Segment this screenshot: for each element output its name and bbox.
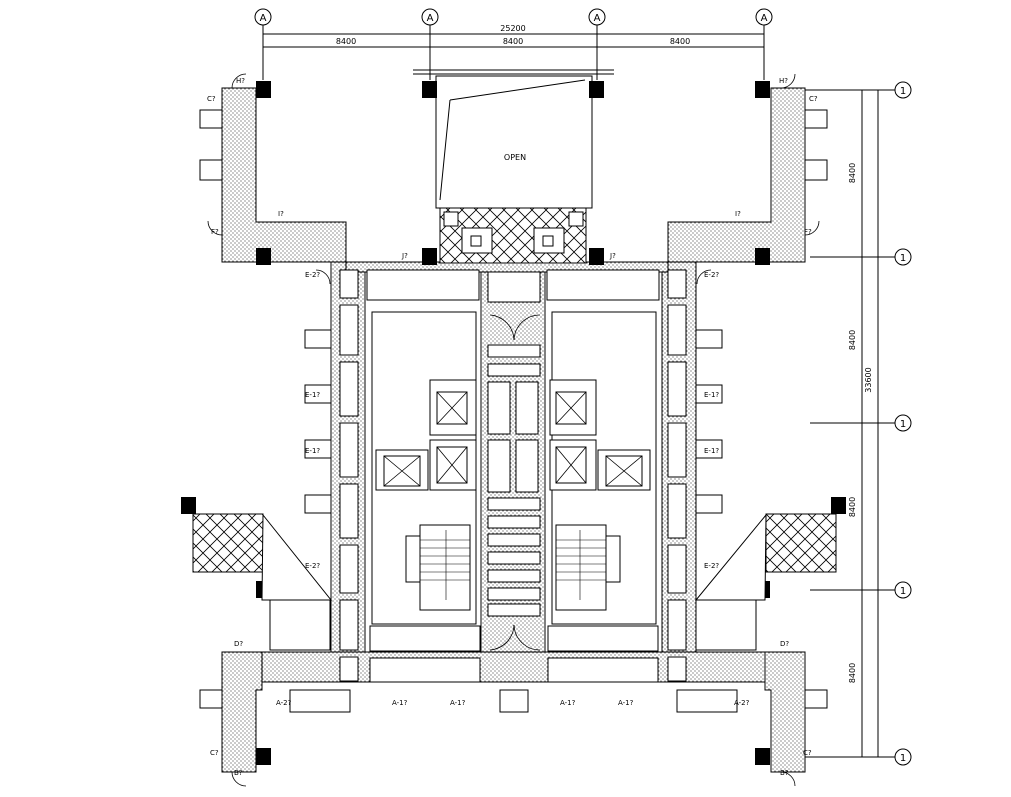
room-tag: A-1? xyxy=(560,699,576,707)
room-tag: A-2? xyxy=(734,699,750,707)
room-tag: E-1? xyxy=(305,447,320,455)
room-tag: E-2? xyxy=(305,271,320,279)
grid-bubble-label: A xyxy=(427,13,434,24)
right-grid-bubbles: 1 1 1 1 1 xyxy=(894,81,912,766)
dimension-right-segment: 8400 xyxy=(848,163,857,183)
grid-bubble xyxy=(421,8,439,26)
room-tag: B? xyxy=(234,769,243,777)
room-tag: J? xyxy=(401,252,408,260)
room-tags: H? C? I? F? J? J? I? F? H? C? E-2? E-2? … xyxy=(207,77,818,777)
grid-bubble-label: 1 xyxy=(900,753,906,764)
dimension-top-segment: 8400 xyxy=(336,37,356,46)
room-tag: A-1? xyxy=(450,699,466,707)
room-tag: E-2? xyxy=(704,271,719,279)
room-tag: A-1? xyxy=(392,699,408,707)
room-tag: J? xyxy=(609,252,616,260)
grid-bubble-label: 1 xyxy=(900,86,906,97)
grid-bubble xyxy=(894,81,912,99)
room-tag: E-2? xyxy=(704,562,719,570)
room-tag: F? xyxy=(804,228,812,236)
room-tag: E-1? xyxy=(305,391,320,399)
grid-bubble-label: 1 xyxy=(900,253,906,264)
room-tag: C? xyxy=(803,749,812,757)
side-lobbies xyxy=(192,513,837,651)
top-grid-bubbles: A A A A xyxy=(254,8,773,26)
grid-bubble xyxy=(755,8,773,26)
dimension-right-total: 33600 xyxy=(864,367,873,392)
elevator-marks xyxy=(383,391,643,487)
open-atrium xyxy=(413,69,614,209)
room-tag: A-1? xyxy=(618,699,634,707)
room-tag: H? xyxy=(779,77,788,85)
grid-bubble-label: 1 xyxy=(900,586,906,597)
room-tag: C? xyxy=(207,95,216,103)
grid-bubble xyxy=(894,414,912,432)
grid-bubble xyxy=(894,248,912,266)
grid-bubble xyxy=(894,581,912,599)
lobby-hatch xyxy=(439,207,587,264)
room-tag: I? xyxy=(278,210,284,218)
top-dimension-lines xyxy=(262,20,765,80)
room-tag: B? xyxy=(780,769,789,777)
dimension-right-segment: 8400 xyxy=(848,663,857,683)
room-tag: D? xyxy=(234,640,243,648)
room-tag: E-1? xyxy=(704,391,719,399)
room-tag: E-2? xyxy=(305,562,320,570)
dimension-right-segment: 8400 xyxy=(848,330,857,350)
dimension-top-total: 25200 xyxy=(500,24,525,33)
grid-bubble-label: A xyxy=(594,13,601,24)
room-tag: F? xyxy=(211,228,219,236)
grid-bubble xyxy=(894,748,912,766)
grid-bubble-label: 1 xyxy=(900,419,906,430)
grid-bubble xyxy=(588,8,606,26)
grid-bubble xyxy=(254,8,272,26)
grid-bubble-label: A xyxy=(761,13,768,24)
facade-windows xyxy=(199,109,828,713)
door-swings xyxy=(207,73,820,787)
grid-bubble-label: A xyxy=(260,13,267,24)
dimension-top-segment: 8400 xyxy=(503,37,523,46)
room-tag: C? xyxy=(210,749,219,757)
room-tag: I? xyxy=(735,210,741,218)
dimension-right-segment: 8400 xyxy=(848,497,857,517)
stair-treads xyxy=(420,530,606,600)
room-tag: A-2? xyxy=(276,699,292,707)
room-tag: H? xyxy=(236,77,245,85)
dimension-top-segment: 8400 xyxy=(670,37,690,46)
room-tag: E-1? xyxy=(704,447,719,455)
open-label: OPEN xyxy=(504,153,526,162)
room-tag: C? xyxy=(809,95,818,103)
room-tag: D? xyxy=(780,640,789,648)
